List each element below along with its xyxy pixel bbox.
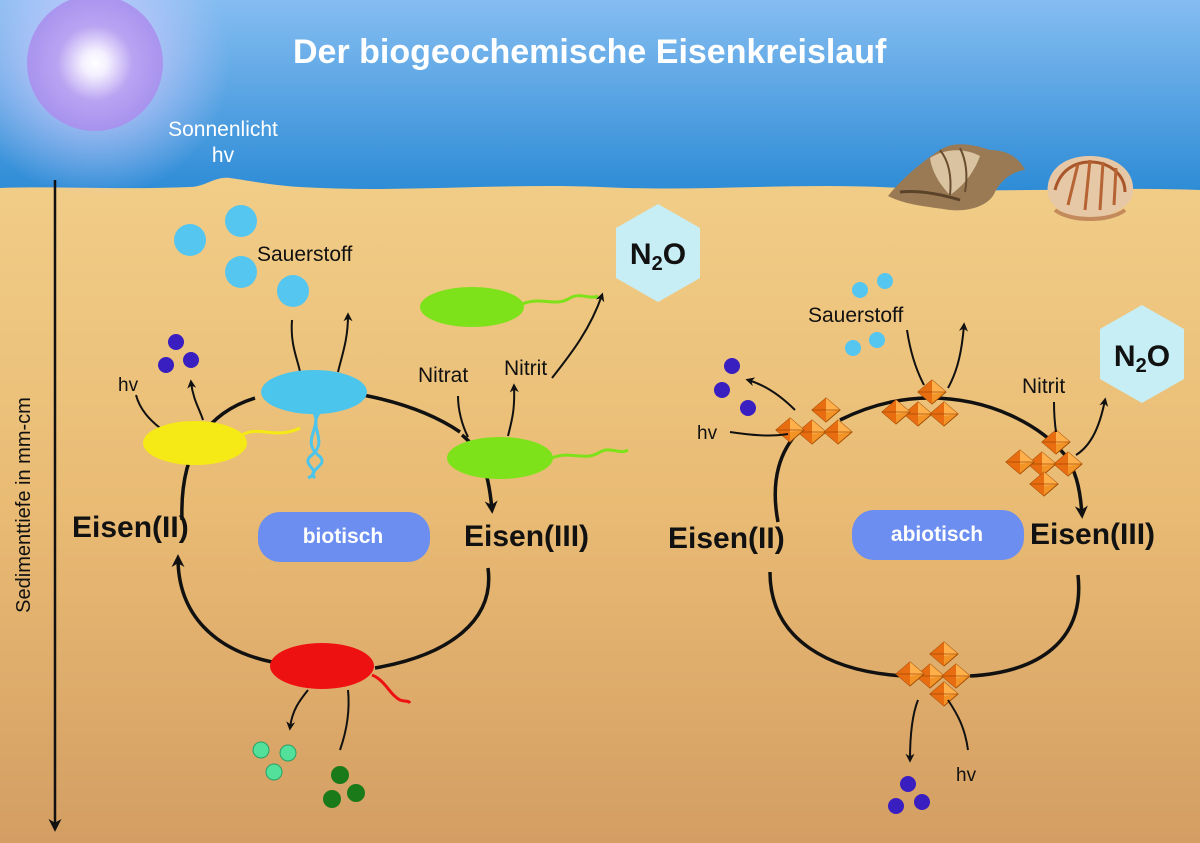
sunlight-label: Sonnenlicht [168, 118, 278, 141]
abiotic-pill [852, 510, 1024, 560]
purple-dots-abiotic-top [714, 358, 756, 416]
oxygen-molecules-biotic [174, 205, 309, 307]
biotic-cycle [135, 204, 700, 808]
biotic-nitrate-label: Nitrat [418, 364, 469, 387]
depth-axis-label: Sedimenttiefe in mm-cm [13, 397, 35, 613]
sunlight-hv-label: hv [211, 144, 235, 167]
abiotic-nitrite-label: Nitrit [1022, 375, 1066, 398]
purple-dots-biotic [158, 334, 199, 373]
n2o-hexagon-biotic [616, 204, 700, 302]
abiotic-iron2-label: Eisen(II) [668, 522, 785, 555]
n2o-hexagon-abiotic [1100, 305, 1184, 403]
biotic-iron3-label: Eisen(III) [464, 520, 590, 553]
sun [27, 0, 163, 131]
abiotic-cycle [714, 273, 1184, 814]
dark-green-dots [323, 766, 365, 808]
bacterium-green-cycle [447, 437, 629, 479]
abiotic-hv-top-label: hv [697, 423, 718, 444]
abiotic-hv-bottom-label: hv [956, 765, 977, 786]
bacterium-red [270, 643, 412, 704]
light-green-dots [252, 741, 297, 781]
abiotic-iron3-label: Eisen(III) [1030, 518, 1156, 551]
biotic-pill [258, 512, 430, 562]
abiotic-n2o-label: N2O [1113, 340, 1171, 377]
abiotic-oxygen-label: Sauerstoff [808, 304, 904, 327]
biotic-n2o-label: N2O [629, 238, 687, 275]
biotic-oxygen-label: Sauerstoff [257, 243, 353, 266]
purple-dots-abiotic-bottom [888, 776, 930, 814]
page-title: Der biogeochemische Eisenkreislauf [293, 33, 887, 71]
abiotic-pill-label: abiotisch [890, 523, 984, 546]
scallop-shell [1047, 156, 1134, 221]
biotic-nitrite-label: Nitrit [504, 357, 548, 380]
bacterium-cyan [261, 370, 367, 480]
bacterium-yellow [143, 421, 301, 465]
biotic-pill-label: biotisch [302, 525, 384, 548]
oxygen-molecules-abiotic [845, 273, 893, 356]
biotic-hv-label: hv [118, 375, 139, 396]
conch-shell [888, 144, 1025, 211]
biotic-iron2-label: Eisen(II) [72, 511, 189, 544]
water-column [0, 0, 1200, 191]
bacterium-green-top [420, 287, 599, 327]
